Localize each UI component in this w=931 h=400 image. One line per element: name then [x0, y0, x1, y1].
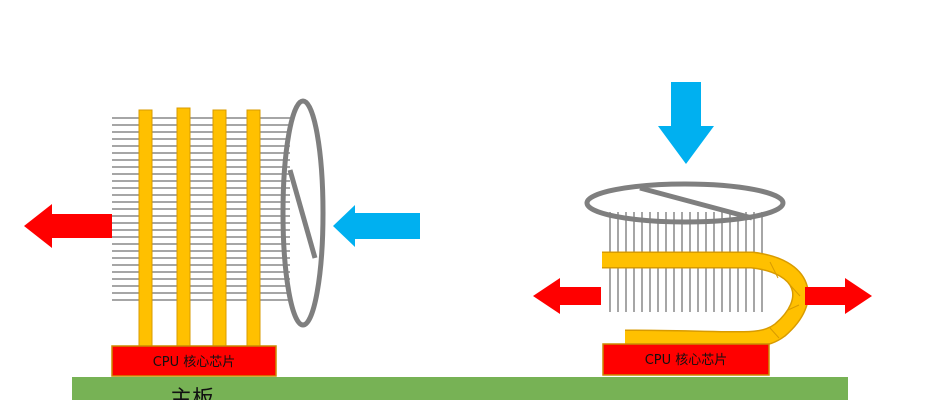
heatpipe: [138, 109, 153, 349]
tower-cooler-heatpipes: [138, 107, 261, 349]
cpu-chip-label: CPU 核心芯片: [153, 355, 236, 370]
arrow-exhaust-icon: [24, 204, 112, 248]
motherboard: 主板: [72, 377, 848, 400]
top-down-cooler: CPU 核心芯片: [533, 82, 872, 376]
heatpipe: [246, 109, 261, 349]
cpu-chip-right: CPU 核心芯片: [602, 343, 770, 376]
tower-cooler: CPU 核心芯片: [24, 98, 420, 377]
arrow-exhaust-icon: [805, 278, 872, 314]
heatpipe: [602, 253, 808, 347]
motherboard-surface: [72, 377, 848, 400]
heatpipe: [212, 109, 227, 349]
heatpipe: [176, 107, 191, 349]
fan-icon: [584, 181, 786, 225]
arrow-exhaust-icon: [533, 278, 601, 314]
arrow-intake-icon: [333, 205, 420, 247]
fan-icon: [280, 98, 326, 328]
motherboard-label: 主板: [170, 387, 214, 400]
arrow-intake-icon: [658, 82, 714, 164]
cpu-chip-label: CPU 核心芯片: [645, 353, 728, 368]
cpu-chip-left: CPU 核心芯片: [111, 345, 277, 377]
